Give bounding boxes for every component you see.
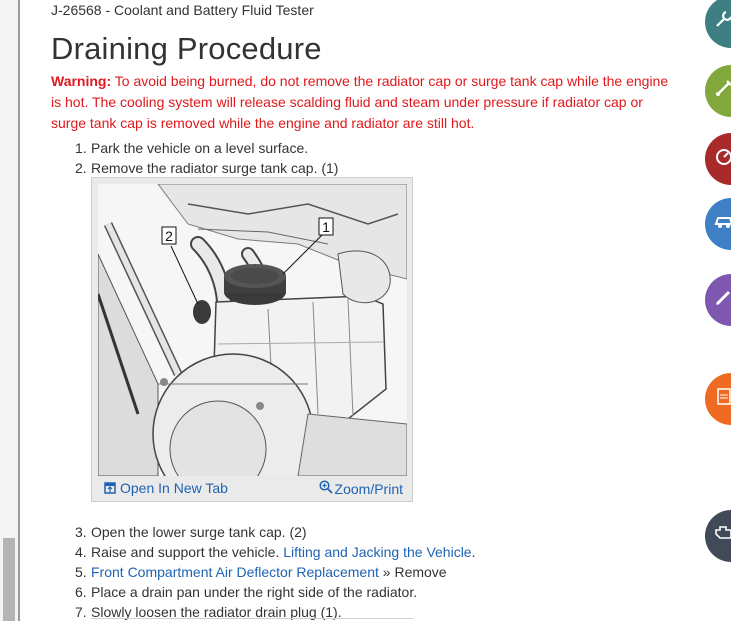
open-in-new-tab-link[interactable]: Open In New Tab — [104, 480, 228, 496]
figure-top-edge — [91, 618, 413, 619]
step-7: 7.Slowly loosen the radiator drain plug … — [75, 603, 342, 621]
step-number: 5. — [75, 564, 87, 580]
engine-illustration[interactable]: 1 2 — [98, 184, 407, 476]
step-text: Remove the radiator surge tank cap. (1) — [91, 160, 339, 176]
step-number: 4. — [75, 544, 87, 560]
car-icon — [714, 217, 731, 228]
warning-label: Warning: — [51, 73, 112, 89]
step-5: 5.Front Compartment Air Deflector Replac… — [75, 563, 447, 581]
step-text: Slowly loosen the radiator drain plug (1… — [91, 604, 342, 620]
warning-text: To avoid being burned, do not remove the… — [51, 73, 669, 131]
page-title: Draining Procedure — [51, 31, 322, 66]
step-number: 3. — [75, 524, 87, 540]
gauge-icon — [716, 149, 731, 165]
engine-icon — [715, 526, 731, 539]
step-text: Raise and support the vehicle. — [91, 544, 284, 560]
rail-button-car[interactable] — [705, 198, 731, 250]
figure-frame: 1 2 Open In New Tab Zoom/Print — [91, 177, 413, 502]
zoom-print-link[interactable]: Zoom/Print — [318, 480, 403, 497]
step-4: 4.Raise and support the vehicle. Lifting… — [75, 543, 475, 561]
step-3: 3.Open the lower surge tank cap. (2) — [75, 523, 307, 541]
step-text: Place a drain pan under the right side o… — [91, 584, 418, 600]
step-number: 6. — [75, 584, 87, 600]
step-text: Open the lower surge tank cap. (2) — [91, 524, 307, 540]
step-text-after: » Remove — [378, 564, 447, 580]
rail-button-engine[interactable] — [705, 510, 731, 562]
lifting-jacking-link[interactable]: Lifting and Jacking the Vehicle — [283, 544, 472, 560]
wrench-icon — [716, 10, 731, 27]
step-number: 1. — [75, 140, 87, 156]
rail-button-wrench[interactable] — [705, 0, 731, 48]
left-gutter — [0, 0, 20, 621]
air-deflector-link[interactable]: Front Compartment Air Deflector Replacem… — [91, 564, 379, 580]
rail-button-pencil[interactable] — [705, 274, 731, 326]
warning-block: Warning: To avoid being burned, do not r… — [51, 71, 679, 134]
zoom-print-label: Zoom/Print — [334, 481, 403, 497]
tool-icon — [716, 80, 731, 96]
figure-toolbar: Open In New Tab Zoom/Print — [98, 478, 407, 498]
open-tab-icon — [104, 482, 116, 494]
step-text-after: . — [471, 544, 476, 560]
step-2: 2.Remove the radiator surge tank cap. (1… — [75, 159, 338, 177]
rail-button-gauge[interactable] — [705, 133, 731, 185]
rail-button-tool[interactable] — [705, 65, 731, 117]
scrollbar-thumb[interactable] — [3, 538, 15, 621]
callout-1: 1 — [322, 219, 330, 235]
step-6: 6.Place a drain pan under the right side… — [75, 583, 417, 601]
zoom-icon — [318, 480, 333, 494]
step-number: 2. — [75, 160, 87, 176]
document-icon — [717, 388, 731, 405]
tool-line: J-26568 - Coolant and Battery Fluid Test… — [51, 2, 314, 18]
step-1: 1.Park the vehicle on a level surface. — [75, 139, 308, 157]
rail-button-document[interactable] — [705, 373, 731, 425]
open-in-new-tab-label: Open In New Tab — [120, 480, 228, 496]
step-text: Park the vehicle on a level surface. — [91, 140, 309, 156]
pencil-icon — [715, 290, 731, 306]
step-number: 7. — [75, 604, 87, 620]
callout-2: 2 — [165, 228, 173, 244]
